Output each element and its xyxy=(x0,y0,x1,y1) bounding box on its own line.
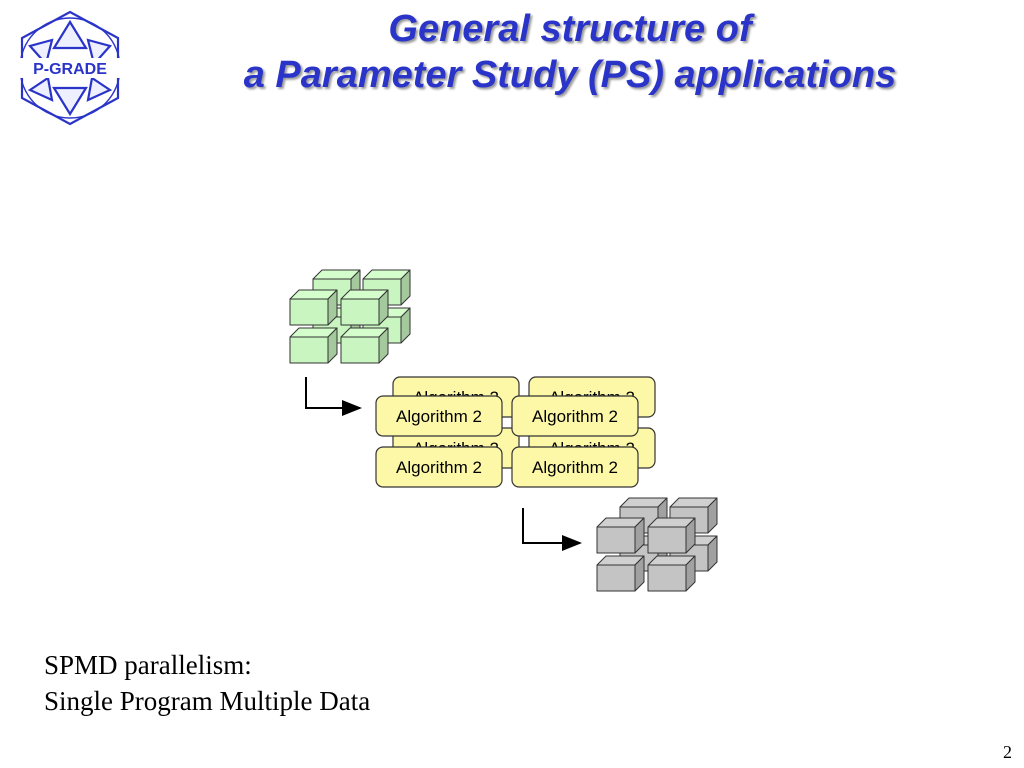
caption: SPMD parallelism: Single Program Multipl… xyxy=(44,647,370,719)
logo-band xyxy=(14,58,126,78)
title-line-2: a Parameter Study (PS) applications xyxy=(243,54,897,96)
output-cube-front-1 xyxy=(596,517,645,554)
output-data-cubes xyxy=(596,497,718,592)
p-grade-logo: P-GRADE xyxy=(14,10,126,126)
caption-line-1: SPMD parallelism: xyxy=(44,650,252,680)
algorithm-box-8: Algorithm 2 xyxy=(511,446,639,488)
algorithm-box-8-label: Algorithm 2 xyxy=(532,458,618,477)
output-cube-front-3 xyxy=(596,555,645,592)
algorithm-boxes: Algorithm 2 Algorithm 2 Algorithm 2 Algorit… xyxy=(375,376,656,488)
input-cube-front-1 xyxy=(289,289,338,326)
algorithm-box-7: Algorithm 2 xyxy=(375,446,503,488)
input-cube-front-3 xyxy=(289,327,338,364)
page-number: 2 xyxy=(1003,742,1012,762)
input-data-cubes xyxy=(289,269,411,364)
output-cube-front-4 xyxy=(647,555,696,592)
slide-title: General structure of a Parameter Study (… xyxy=(130,6,1010,98)
algorithm-box-5: Algorithm 2 xyxy=(375,395,503,437)
ps-structure-diagram: Algorithm 2 Algorithm 2 Algorithm 2 Algorit… xyxy=(289,269,718,592)
arrow-algorithms-to-output xyxy=(522,508,582,551)
logo-text: P-GRADE xyxy=(33,61,107,78)
algorithm-box-6: Algorithm 2 xyxy=(511,395,639,437)
input-cube-front-4 xyxy=(340,327,389,364)
caption-line-2: Single Program Multiple Data xyxy=(44,686,371,716)
algorithm-box-7-label: Algorithm 2 xyxy=(396,458,482,477)
algorithm-box-5-label: Algorithm 2 xyxy=(396,407,482,426)
title-line-1: General structure of xyxy=(388,8,752,50)
arrow-input-to-algorithms xyxy=(305,377,362,416)
input-cube-front-2 xyxy=(340,289,389,326)
output-cube-front-2 xyxy=(647,517,696,554)
algorithm-box-6-label: Algorithm 2 xyxy=(532,407,618,426)
